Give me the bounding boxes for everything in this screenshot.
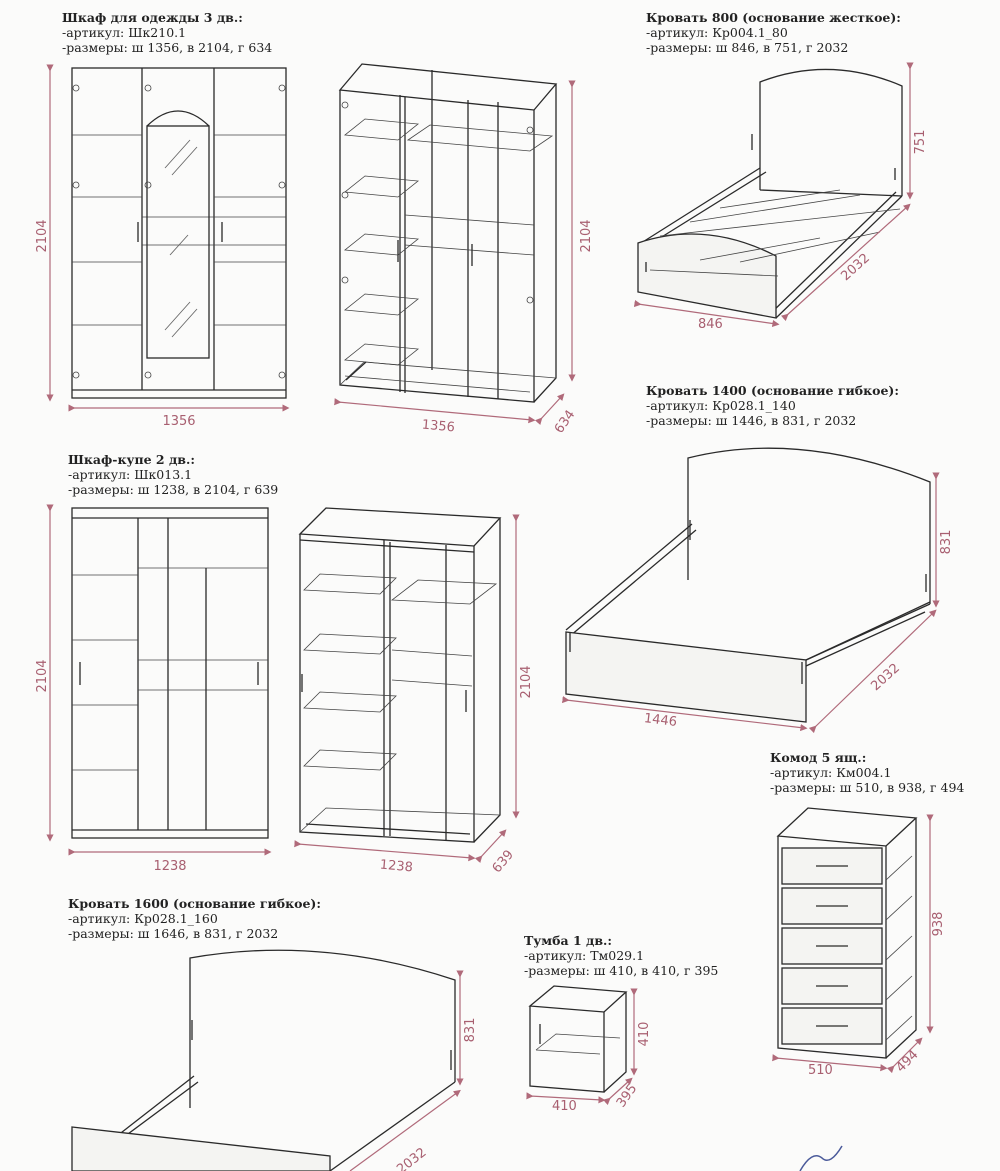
sliding-wardrobe-front-drawing	[71, 507, 269, 839]
bed-1400-width-label: 1446	[643, 711, 678, 730]
product-sizes: -размеры: ш 846, в 751, г 2032	[646, 40, 849, 55]
bed-1400-info: Кровать 1400 (основание гибкое): -артику…	[646, 383, 899, 428]
sliding-front-width-label: 1238	[153, 859, 186, 874]
wardrobe-front-height-label: 2104	[35, 219, 50, 252]
chest-depth-label: 494	[893, 1047, 921, 1075]
chest-5-drawers-drawing	[776, 807, 918, 1059]
product-article: -артикул: Тм029.1	[524, 948, 645, 963]
nightstand-dimensions	[526, 988, 638, 1106]
bed-800-dimensions	[633, 62, 914, 328]
product-sizes: -размеры: ш 410, в 410, г 395	[524, 963, 719, 978]
product-title: Кровать 800 (основание жесткое):	[646, 10, 901, 25]
wardrobe-3-door-perspective-drawing	[338, 63, 558, 403]
chest-width-label: 510	[808, 1063, 833, 1078]
nightstand-drawing	[528, 985, 628, 1093]
bed-1400-dimensions	[562, 472, 940, 734]
nightstand-depth-label: 395	[614, 1082, 641, 1111]
wardrobe-front-width-label: 1356	[162, 414, 195, 429]
bed-1600-drawing	[71, 949, 456, 1171]
product-article: -артикул: Кр028.1_140	[646, 398, 796, 413]
sliding-wardrobe-perspective-dimensions	[294, 514, 520, 864]
product-article: -артикул: Кр028.1_160	[68, 911, 218, 926]
product-title: Комод 5 ящ.:	[770, 750, 867, 765]
sliding-front-height-label: 2104	[35, 659, 50, 692]
wardrobe-persp-depth-label: 634	[552, 408, 579, 437]
sliding-wardrobe-info: Шкаф-купе 2 дв.: -артикул: Шк013.1 -разм…	[68, 452, 278, 497]
bed-800-height-label: 751	[913, 130, 928, 155]
bed-1600-dimensions	[349, 970, 464, 1171]
product-sizes: -размеры: ш 1646, в 831, г 2032	[68, 926, 279, 941]
wardrobe-3-door-front-dimensions	[46, 64, 290, 412]
bed-800-info: Кровать 800 (основание жесткое): -артику…	[646, 10, 901, 55]
product-article: -артикул: Шк013.1	[68, 467, 193, 482]
wardrobe-persp-height-label: 2104	[579, 219, 594, 252]
product-article: -артикул: Км004.1	[770, 765, 892, 780]
signature-mark	[799, 1145, 843, 1171]
chest-dimensions	[772, 814, 934, 1074]
wardrobe-3-door-perspective-dimensions	[334, 80, 576, 426]
sliding-persp-height-label: 2104	[519, 665, 534, 698]
chest-5-drawers-info: Комод 5 ящ.: -артикул: Км004.1 -размеры:…	[770, 750, 964, 795]
nightstand-info: Тумба 1 дв.: -артикул: Тм029.1 -размеры:…	[524, 933, 718, 978]
product-title: Тумба 1 дв.:	[524, 933, 612, 948]
product-title: Кровать 1400 (основание гибкое):	[646, 383, 899, 398]
wardrobe-persp-width-label: 1356	[421, 418, 455, 436]
wardrobe-3-door-info: Шкаф для одежды 3 дв.: -артикул: Шк210.1…	[62, 10, 272, 55]
product-sizes: -размеры: ш 1238, в 2104, г 639	[68, 482, 279, 497]
product-article: -артикул: Кр004.1_80	[646, 25, 788, 40]
bed-1600-height-label: 831	[463, 1018, 478, 1043]
wardrobe-3-door-front-drawing	[71, 67, 287, 399]
sliding-wardrobe-front-dimensions	[46, 504, 272, 856]
product-sizes: -размеры: ш 1446, в 831, г 2032	[646, 413, 857, 428]
product-sizes: -размеры: ш 1356, в 2104, г 634	[62, 40, 273, 55]
nightstand-width-label: 410	[552, 1099, 577, 1114]
product-sizes: -размеры: ш 510, в 938, г 494	[770, 780, 965, 795]
product-article: -артикул: Шк210.1	[62, 25, 187, 40]
product-title: Кровать 1600 (основание гибкое):	[68, 896, 321, 911]
bed-1600-depth-label: 2032	[394, 1145, 429, 1171]
bed-1400-height-label: 831	[939, 530, 954, 555]
bed-800-drawing	[637, 68, 903, 319]
sliding-persp-depth-label: 639	[490, 847, 517, 876]
nightstand-height-label: 410	[637, 1022, 652, 1047]
bed-800-width-label: 846	[698, 317, 723, 332]
chest-height-label: 938	[931, 912, 946, 937]
bed-1400-depth-label: 2032	[868, 661, 903, 694]
product-title: Шкаф для одежды 3 дв.:	[62, 10, 243, 25]
bed-1600-info: Кровать 1600 (основание гибкое): -артику…	[68, 896, 321, 941]
bed-800-depth-label: 2032	[838, 251, 873, 284]
product-title: Шкаф-купе 2 дв.:	[68, 452, 195, 467]
sliding-persp-width-label: 1238	[379, 858, 413, 876]
sliding-wardrobe-perspective-drawing	[298, 507, 502, 843]
